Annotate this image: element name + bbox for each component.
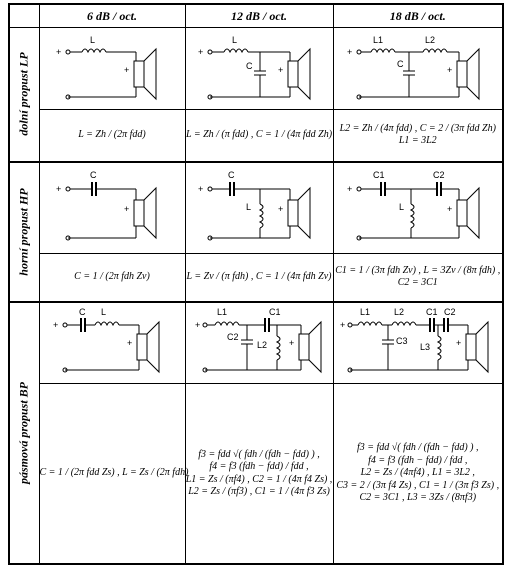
svg-text:L: L: [399, 202, 404, 212]
speaker-icon: [136, 333, 148, 361]
speaker-icon: [298, 333, 310, 361]
formula-lp-6db: L = Zh / (2π fdd): [38, 109, 186, 162]
crossover-filter-table: 6 dB / oct. 12 dB / oct. 18 dB / oct. do…: [8, 3, 504, 565]
svg-text:C1: C1: [426, 307, 438, 317]
circuit-bp-12db: + L1 C1 C2 L2: [184, 300, 334, 384]
circuit-bp-18db: + L1 L2 C1 C2 C3: [332, 300, 504, 384]
circuit-lp-12db: + L C +: [184, 27, 334, 110]
header-18db: 18 dB / oct.: [332, 3, 504, 28]
svg-text:C: C: [228, 170, 235, 180]
svg-text:C2: C2: [433, 170, 445, 180]
plus-sign: +: [56, 47, 61, 57]
circuit-hp-6db: + C +: [38, 160, 186, 254]
inductor-label: L: [232, 35, 237, 45]
speaker-icon: [465, 333, 477, 361]
formula-lp-18db: L2 = Zh / (4π fdd) , C = 2 / (3π fdd Zh)…: [332, 109, 504, 162]
svg-text:+: +: [53, 320, 58, 330]
svg-text:C: C: [90, 170, 97, 180]
formula-hp-6db: C = 1 / (2π fdh Zv): [38, 253, 186, 302]
svg-text:+: +: [289, 338, 294, 348]
svg-text:+: +: [198, 184, 203, 194]
svg-text:+: +: [56, 184, 61, 194]
formula-hp-12db: L = Zv / (π fdh) , C = 1 / (4π fdh Zv): [184, 253, 334, 302]
svg-text:C1: C1: [269, 307, 281, 317]
svg-text:+: +: [278, 65, 283, 75]
circuit-hp-12db: + C L +: [184, 160, 334, 254]
svg-text:+: +: [456, 338, 461, 348]
circuit-lp-18db: + L1 L2 C +: [332, 27, 504, 110]
svg-text:C2: C2: [444, 307, 456, 317]
speaker-icon: [456, 199, 468, 227]
svg-text:+: +: [195, 320, 200, 330]
speaker-icon: [287, 60, 299, 87]
svg-text:C2: C2: [227, 332, 239, 342]
svg-text:+: +: [447, 204, 452, 214]
speaker-icon: [287, 199, 299, 227]
row-header-lowpass: dolní propust LP: [8, 27, 40, 162]
header-6db: 6 dB / oct.: [38, 3, 186, 28]
svg-text:L3: L3: [420, 342, 430, 352]
formula-bp-12db: f3 = fdd √( fdh / (fdh − fdd) ) , f4 = f…: [184, 383, 334, 565]
svg-text:L2: L2: [394, 307, 404, 317]
row-label-lowpass: dolní propust LP: [16, 52, 31, 136]
corner-cell: [8, 3, 40, 28]
row-header-highpass: horní propust HP: [8, 160, 40, 302]
row-header-bandpass: pásmová propust BP: [8, 300, 40, 565]
svg-text:+: +: [347, 47, 352, 57]
circuit-lp-6db: + L +: [38, 27, 186, 110]
svg-text:C1: C1: [373, 170, 385, 180]
svg-text:+: +: [340, 320, 345, 330]
svg-text:L1: L1: [373, 35, 383, 45]
svg-text:C: C: [397, 59, 404, 69]
speaker-icon: [133, 199, 145, 227]
svg-text:L1: L1: [217, 307, 227, 317]
svg-text:L2: L2: [425, 35, 435, 45]
svg-text:C3: C3: [396, 336, 408, 346]
speaker-icon: [456, 60, 468, 87]
svg-text:+: +: [447, 65, 452, 75]
crossover-filter-table-page: 6 dB / oct. 12 dB / oct. 18 dB / oct. do…: [8, 3, 504, 565]
svg-text:+: +: [124, 204, 129, 214]
svg-text:L1: L1: [360, 307, 370, 317]
speaker-icon: [133, 60, 145, 87]
formula-bp-18db: f3 = fdd √( fdh / (fdh − fdd) ) , f4 = f…: [332, 383, 504, 565]
svg-text:+: +: [278, 204, 283, 214]
svg-text:+: +: [127, 338, 132, 348]
capacitor-label: C: [246, 61, 253, 71]
svg-text:L2: L2: [257, 340, 267, 350]
inductor-label: L: [90, 35, 95, 45]
row-label-highpass: horní propust HP: [16, 187, 31, 276]
circuit-hp-18db: + C1 C2 L +: [332, 160, 504, 254]
formula-hp-18db: C1 = 1 / (3π fdh Zv) , L = 3Zv / (8π fdh…: [332, 253, 504, 302]
row-label-bandpass: pásmová propust BP: [16, 381, 31, 484]
svg-text:L: L: [246, 202, 251, 212]
speaker-plus: +: [124, 65, 129, 75]
svg-text:C: C: [79, 307, 86, 317]
formula-lp-12db: L = Zh / (π fdd) , C = 1 / (4π fdd Zh): [184, 109, 334, 162]
formula-bp-6db: C = 1 / (2π fdd Zs) , L = Zs / (2π fdh): [38, 383, 188, 565]
header-12db: 12 dB / oct.: [184, 3, 334, 28]
circuit-bp-6db: + C L +: [38, 300, 186, 384]
svg-text:+: +: [198, 47, 203, 57]
svg-text:+: +: [347, 184, 352, 194]
svg-text:L: L: [101, 307, 106, 317]
